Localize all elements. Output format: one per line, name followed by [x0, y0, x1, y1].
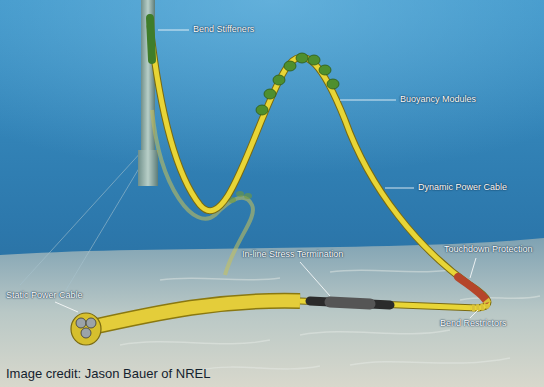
part-label: Bend Stiffeners — [193, 24, 254, 34]
part-label: In-line Stress Termination — [242, 249, 343, 259]
part-label: Dynamic Power Cable — [418, 182, 507, 192]
part-label: Bend Restrictors — [440, 318, 507, 328]
image-credit: Image credit: Jason Bauer of NREL — [6, 366, 211, 381]
part-label: Buoyancy Modules — [400, 94, 476, 104]
part-label: Static Power Cable — [6, 290, 83, 300]
part-label: Touchdown Protection — [444, 244, 533, 254]
